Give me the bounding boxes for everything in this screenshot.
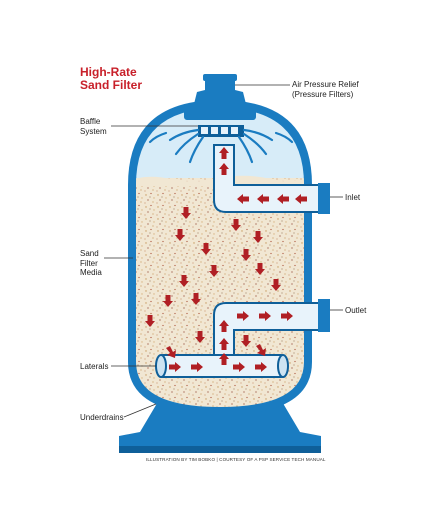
flow-arrow-left — [295, 194, 307, 204]
underdrains-label: Underdrains — [80, 413, 124, 422]
flow-arrow-up — [219, 353, 229, 365]
flow-arrow-right — [169, 362, 181, 372]
inlet-label: Inlet — [345, 193, 361, 202]
baffle-label-line-2: System — [80, 126, 107, 136]
flow-arrow-down — [201, 243, 211, 255]
sand-media-label-line-2: Filter — [80, 258, 98, 268]
flow-arrow-down — [241, 249, 251, 261]
sand-filter-media-zone — [136, 178, 304, 407]
sand-media-label-line-3: Media — [80, 268, 102, 277]
air-relief-label-line-1: Air Pressure Relief — [292, 80, 359, 89]
flow-arrows — [145, 147, 307, 372]
flow-arrow-right — [237, 311, 249, 321]
flow-arrow-down — [231, 219, 241, 231]
title-line-1: High-Rate — [80, 65, 137, 79]
flow-arrow-down — [271, 279, 281, 291]
illustration-credit: ILLUSTRATION BY TIM BOBKO | COURTESY OF … — [146, 457, 326, 462]
flow-arrow-down — [253, 231, 263, 243]
flow-arrow-down — [145, 315, 155, 327]
baffle-spray — [148, 128, 294, 164]
flow-arrow-up — [219, 338, 229, 350]
air-relief-label-line-2: (Pressure Filters) — [292, 89, 354, 99]
baffle-label: Baffle System — [80, 117, 107, 136]
flow-arrow-down — [163, 295, 173, 307]
flow-arrow-down — [255, 263, 265, 275]
flow-arrow-diag — [256, 344, 266, 356]
stand-foot — [119, 446, 321, 453]
flow-arrow-left — [277, 194, 289, 204]
flow-arrow-right — [255, 362, 267, 372]
flow-arrow-down — [179, 275, 189, 287]
title-line-2: Sand Filter — [80, 78, 143, 92]
air-relief-label: Air Pressure Relief (Pressure Filters) — [292, 80, 359, 99]
flow-arrow-down — [241, 335, 251, 347]
flow-arrow-down — [181, 207, 191, 219]
sand-media-label: Sand Filter Media — [80, 249, 102, 278]
outlet-label: Outlet — [345, 306, 367, 315]
flow-arrow-left — [257, 194, 269, 204]
air-relief-valve — [193, 78, 247, 108]
flow-arrow-right — [281, 311, 293, 321]
flow-arrow-up — [219, 147, 229, 159]
flow-arrow-down — [191, 293, 201, 305]
flow-arrow-right — [191, 362, 203, 372]
laterals-label: Laterals — [80, 362, 109, 371]
leader-lines — [104, 84, 343, 418]
baffle-label-line-1: Baffle — [80, 117, 101, 126]
flow-arrow-down — [175, 229, 185, 241]
sand-media-label-line-1: Sand — [80, 249, 99, 258]
diagram-title: High-Rate Sand Filter — [80, 66, 142, 92]
flow-arrow-up — [219, 163, 229, 175]
flow-arrow-down — [195, 331, 205, 343]
inlet-port — [318, 183, 330, 214]
flow-arrow-diag — [166, 346, 176, 358]
flow-arrow-right — [233, 362, 245, 372]
flow-arrow-right — [259, 311, 271, 321]
flow-arrow-down — [209, 265, 219, 277]
outlet-port — [318, 299, 330, 332]
flow-arrow-left — [237, 194, 249, 204]
flow-arrow-up — [219, 320, 229, 332]
